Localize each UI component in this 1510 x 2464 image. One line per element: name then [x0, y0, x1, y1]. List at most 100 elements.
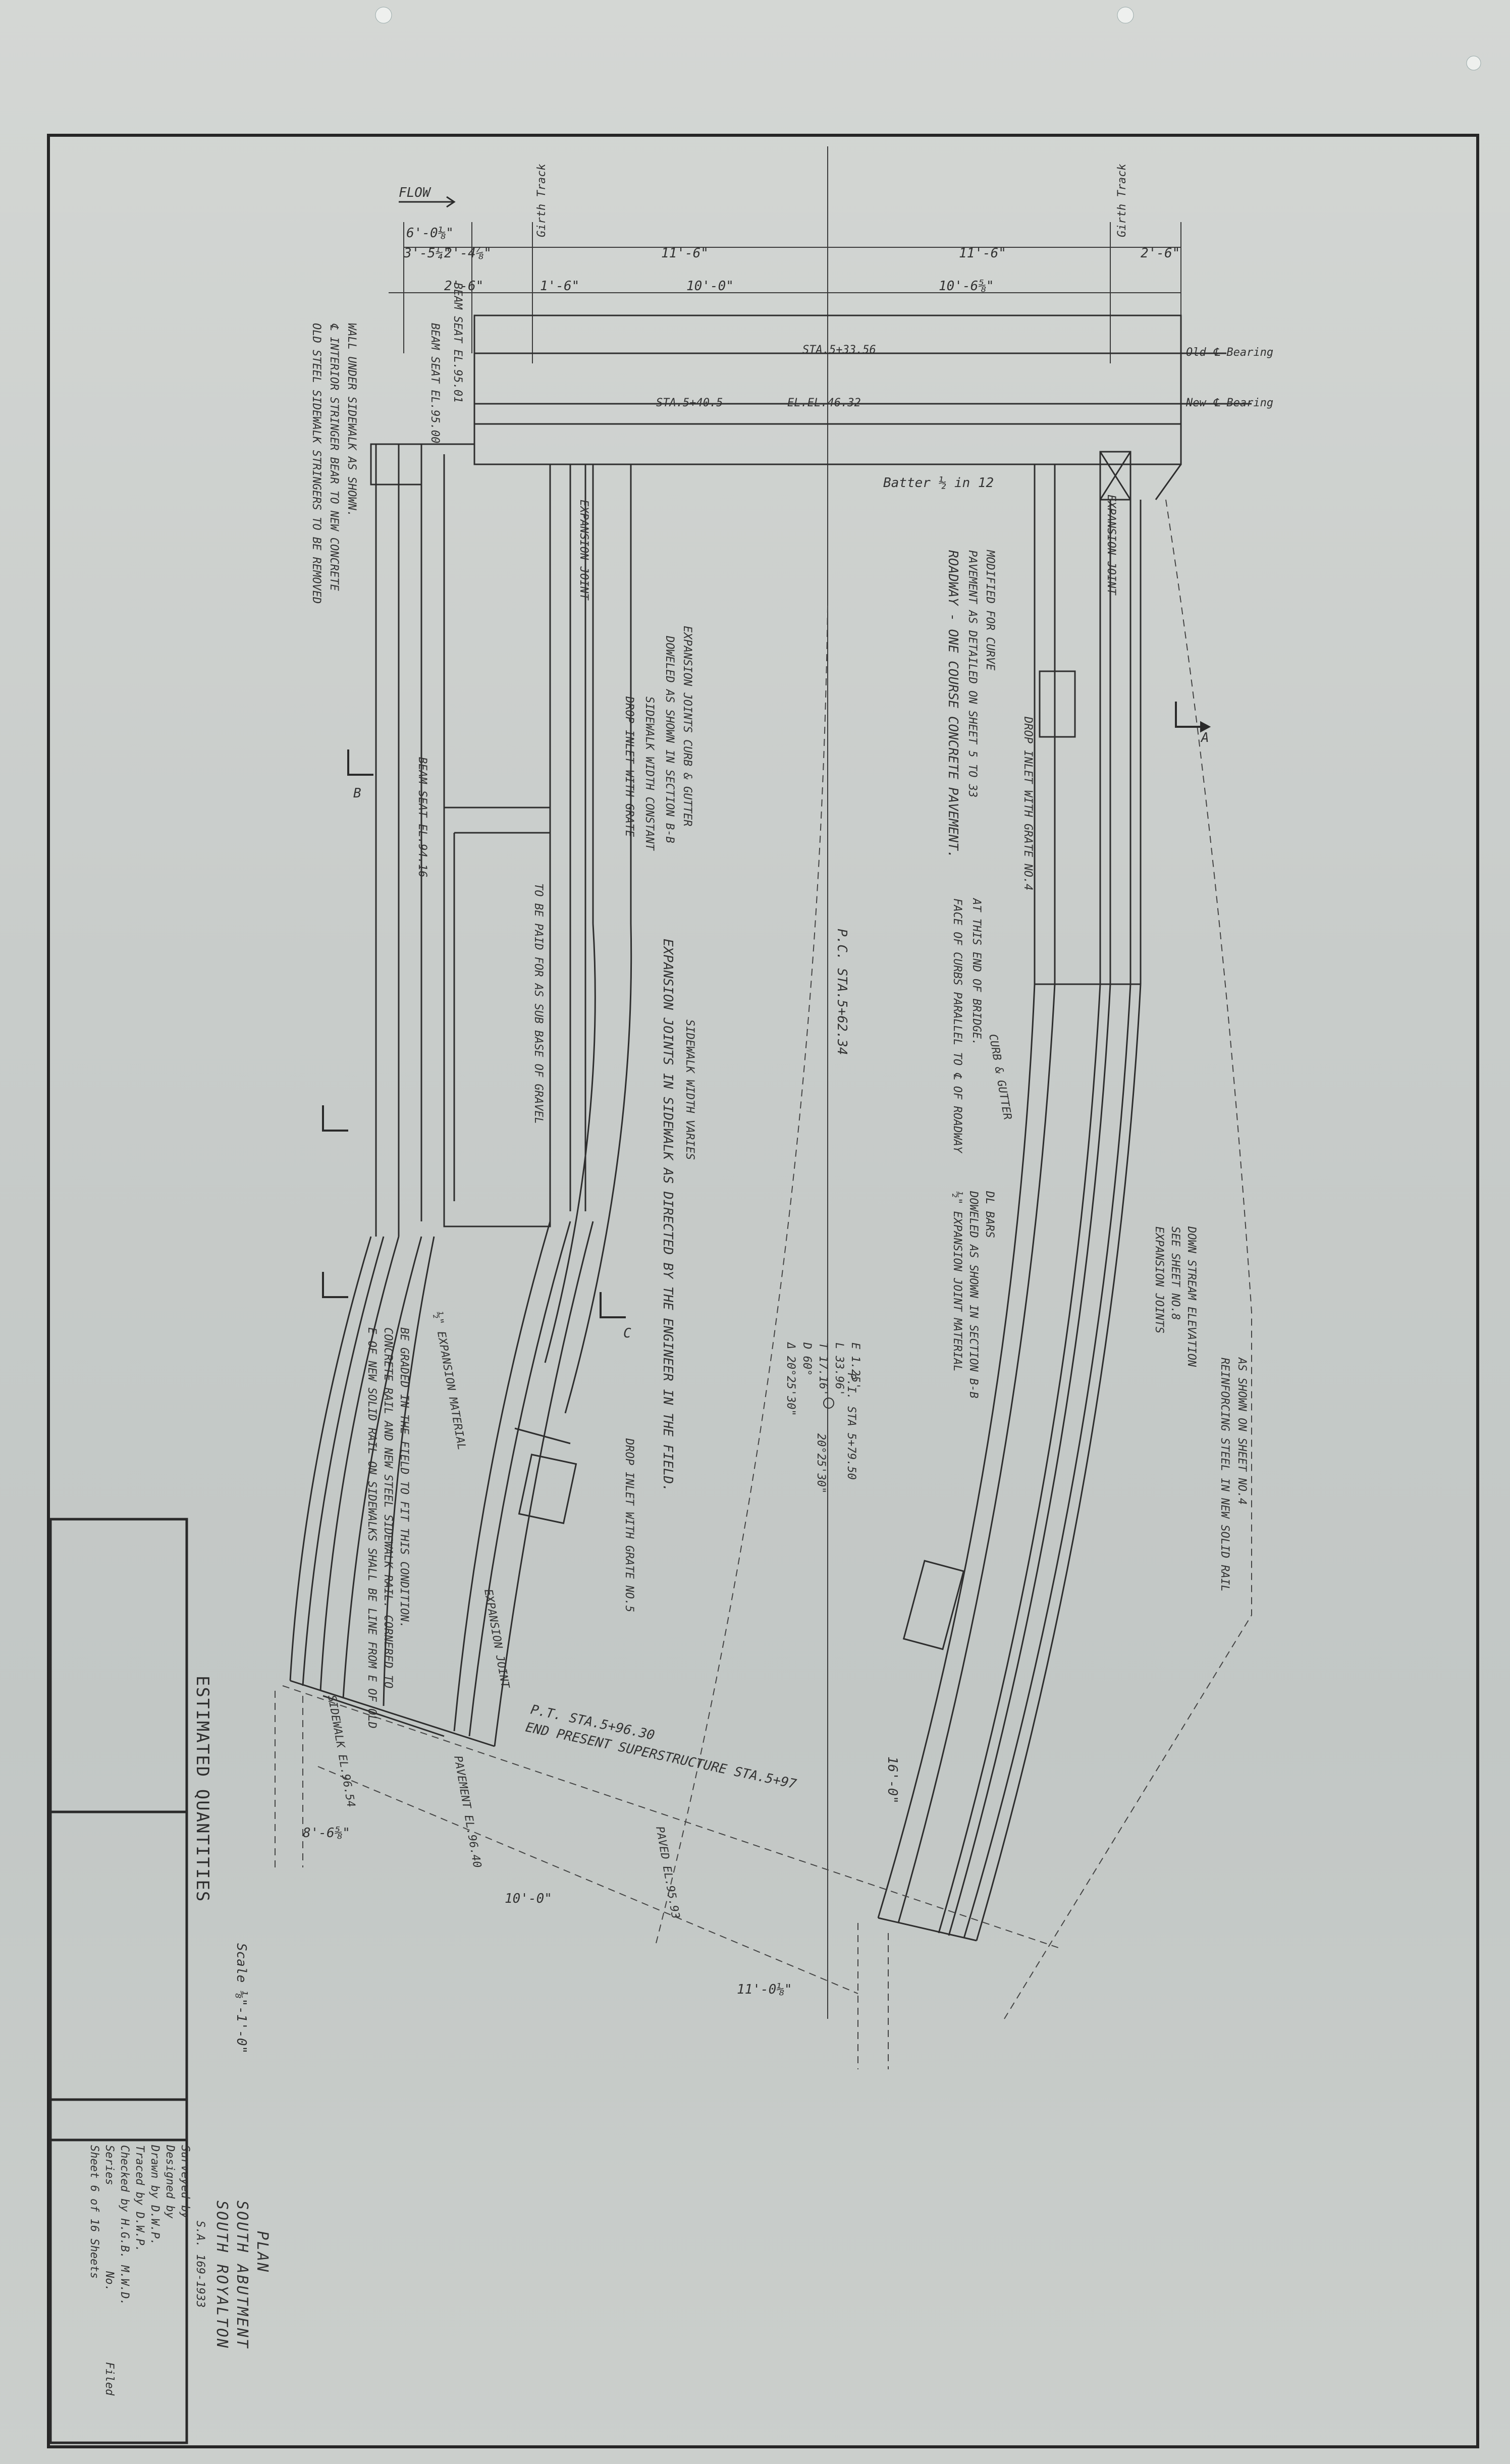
curve-l: L 33.96': [833, 1343, 845, 1396]
left-note-1: OLD STEEL SIDEWALK STRINGERS TO BE REMOV…: [310, 323, 322, 604]
bridge-seat: [370, 314, 1252, 501]
right-curved-rails: [877, 984, 1142, 1942]
expansion-see-3: DOWN STREAM ELEVATION: [1185, 1226, 1198, 1367]
left-curved-rails: [289, 923, 632, 1747]
sidewalk-varies: SIDEWALK WIDTH VARIES: [683, 1020, 696, 1160]
dim-d3: 2'-4⅞": [444, 246, 492, 261]
track-left: Girth Track: [535, 164, 548, 237]
section-b: B: [353, 786, 361, 801]
pi-label: P.I. STA 5+79.50: [845, 1373, 857, 1480]
doweled-1: ½" EXPANSION JOINT MATERIAL: [951, 1191, 963, 1372]
construction-lines: [275, 499, 1252, 2069]
section-c: C: [623, 1326, 631, 1341]
beam-seat-2: BEAM SEAT EL.95.00: [428, 323, 441, 443]
new-rail-3: BE GRADED IN THE FIELD TO FIT THIS CONDI…: [398, 1327, 410, 1628]
dim-16: 16'-0": [885, 1756, 900, 1804]
track-right: Girth Track: [1116, 164, 1128, 237]
dim-d1: 6'-0⅛": [406, 226, 454, 241]
section-markers: [322, 702, 1211, 1318]
punch-hole: [1466, 56, 1481, 71]
sheet-border: [47, 134, 1479, 2448]
title-town: SOUTH ROYALTON: [213, 2201, 231, 2349]
section-a: A: [1200, 730, 1209, 745]
no-label: No.: [103, 2271, 116, 2291]
scale-label: Scale ⅛"-1'-0": [234, 1943, 249, 2054]
doweled-2: DOWELED AS SHOWN IN SECTION B-B: [967, 1191, 980, 1399]
dim-d4: 2'-6": [444, 279, 483, 294]
drop-inlet-2: DROP INLET WITH GRATE NO.4: [1021, 716, 1034, 890]
left-wall: [375, 444, 632, 1237]
dim-10: 10'-0": [505, 1891, 552, 1906]
flow-arrow: [399, 196, 456, 208]
title-project: S.A. 169-1933: [194, 2221, 206, 2308]
paved-elev: PAVED EL.95.93: [653, 1826, 682, 1920]
roadway-note-1: ROADWAY - ONE COURSE CONCRETE PAVEMENT.: [945, 550, 960, 858]
dim-d9: 10'-6⅝": [939, 279, 994, 294]
punch-hole: [1117, 7, 1134, 24]
dim-d7: 10'-0": [686, 279, 734, 294]
right-wall: [1034, 464, 1142, 985]
curve-t: T 17.16': [817, 1343, 829, 1396]
sidewalk-width: SIDEWALK WIDTH CONSTANT: [643, 697, 656, 851]
title-plan: PLAN: [253, 2231, 271, 2273]
expansion-see-2: SEE SHEET NO.8: [1169, 1226, 1181, 1320]
estimated-quantities: ESTIMATED QUANTITIES: [192, 1676, 212, 1902]
expansion-joint-1: EXPANSION JOINT: [577, 500, 590, 601]
roadway-note-3: MODIFIED FOR CURVE: [984, 550, 996, 671]
new-bearing: New ℄ Bearing: [1185, 397, 1273, 409]
drawn-by: Drawn by D.W.P.: [148, 2145, 161, 2245]
expansion-joint-2: EXPANSION JOINT: [1105, 495, 1117, 596]
old-bearing: Old ℄ Bearing: [1186, 346, 1273, 359]
new-rail-1: E OF NEW SOLID RAIL ON SIDEWALKS SHALL B…: [365, 1327, 378, 1729]
curb-gutter: CURB & GUTTER: [986, 1033, 1014, 1121]
seat-beam: BEAM SEAT EL.94.16: [416, 757, 428, 877]
sta-1: STA.5+33.56: [802, 344, 876, 356]
half-exp: ½" EXPANSION MATERIAL: [431, 1311, 468, 1451]
face-curb-note-1: FACE OF CURBS PARALLEL TO ℄ OF ROADWAY: [951, 898, 963, 1154]
pavement-elev: PAVEMENT EL.96.40: [451, 1755, 483, 1869]
pi-point: [823, 1398, 834, 1409]
drop-inlet-3: DROP INLET WITH GRATE NO.5: [623, 1438, 635, 1612]
dim-d8: 11'-6": [959, 246, 1006, 261]
exp-joints-curb: EXPANSION JOINTS CURB & GUTTER: [681, 626, 693, 826]
series: Series: [103, 2145, 116, 2185]
roadway-note-2: PAVEMENT AS DETAILED ON SHEET 5 TO 33: [966, 550, 979, 797]
elev-label: EL.EL.46.32: [787, 397, 861, 409]
doweled-3: DL BARS: [983, 1191, 996, 1238]
designed-by: Designed by: [164, 2145, 176, 2219]
drop-inlet-1: DROP INLET WITH GRATE: [623, 696, 635, 837]
beam-seat-1: BEAM SEAT EL.95.01: [451, 283, 464, 403]
end-struct-label: END PRESENT SUPERSTRUCTURE STA.5+97: [524, 1720, 798, 1792]
sheet-number: Sheet 6 of 16 Sheets: [88, 2145, 100, 2279]
face-curb-note-2: AT THIS END OF BRIDGE.: [970, 897, 983, 1045]
sidewalk-elev: SIDEWALK EL.96.54: [325, 1694, 357, 1808]
batter-label: Batter ½ in 12: [883, 475, 994, 491]
pc-label: P.C. STA.5+62.34: [834, 929, 849, 1055]
new-rail-2: CONCRETE RAIL AND NEW STEEL SIDEWALK RAI…: [382, 1327, 394, 1688]
left-note-3: WALL UNDER SIDEWALK AS SHOWN.: [345, 323, 358, 517]
punch-hole: [375, 7, 392, 24]
dim-d2: 3'-5¼": [403, 246, 451, 261]
title-block-lines: [49, 1518, 188, 2444]
dim-d10: 2'-6": [1141, 246, 1180, 261]
left-note-2: ℄ INTERIOR STRINGER BEAR TO NEW CONCRETE: [328, 323, 340, 591]
sta-2: STA.5+40.5: [656, 397, 723, 409]
dim-d5: 1'-6": [540, 279, 579, 294]
angle-label: 20°25'30": [815, 1433, 827, 1493]
reinf-1: REINFORCING STEEL IN NEW SOLID RAIL: [1218, 1358, 1231, 1592]
expansion-see-1: EXPANSION JOINTS: [1153, 1226, 1165, 1333]
dim-d6: 11'-6": [661, 246, 709, 261]
curve-delta: Δ 20°25'30": [784, 1342, 797, 1416]
title-abutment: SOUTH ABUTMENT: [233, 2201, 251, 2349]
dim-8-6: 8'-6⅝": [303, 1826, 350, 1841]
checked-by: Checked by H.G.B. M.W.D.: [118, 2145, 131, 2306]
exp-sidewalk: EXPANSION JOINTS IN SIDEWALK AS DIRECTED…: [660, 939, 675, 1492]
gravel-note: TO BE PAID FOR AS SUB BASE OF GRAVEL: [532, 883, 545, 1124]
curve-d: D 60°: [800, 1342, 813, 1376]
curve-e: E 1.25': [849, 1343, 861, 1389]
flow-label: FLOW: [399, 185, 432, 200]
surveyed-by: Surveyed by: [179, 2145, 191, 2219]
top-dimensions: [389, 146, 1181, 2019]
